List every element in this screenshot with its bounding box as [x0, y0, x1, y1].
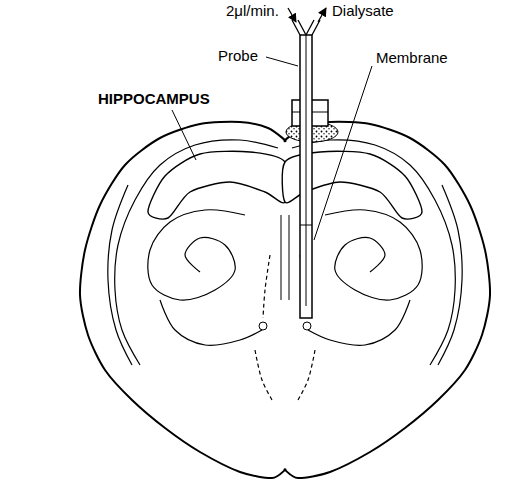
- ventricle: [325, 210, 422, 300]
- part-label: Probe: [216, 47, 260, 64]
- region-label: HIPPOCAMPUS: [96, 90, 212, 107]
- outflow-arrow: [318, 8, 326, 22]
- midline: [281, 215, 289, 300]
- probe-shaft: [300, 35, 312, 318]
- leader-line: [266, 57, 298, 66]
- external-capsule: [108, 185, 132, 365]
- brain-section: [80, 122, 490, 478]
- thalamic-border: [308, 300, 410, 345]
- probe-tubing: [292, 20, 320, 35]
- leader-line: [172, 110, 196, 160]
- ventricle: [148, 210, 245, 300]
- fiber-bundle: [259, 322, 267, 330]
- hypothalamus-border: [298, 350, 315, 400]
- flow-rate-label: 2μl/min.: [224, 2, 281, 19]
- part-label: Membrane: [374, 49, 450, 66]
- brain-outline: [80, 122, 490, 478]
- fiber-bundle: [303, 322, 311, 330]
- inner-cannula: [306, 35, 307, 306]
- leader-line: [314, 66, 372, 240]
- inflow-arrow: [288, 8, 296, 22]
- external-capsule: [438, 185, 462, 365]
- membrane-boundary: [300, 225, 312, 226]
- hypothalamus-border: [255, 350, 272, 400]
- dialysate-label: Dialysate: [330, 2, 396, 19]
- thalamic-border: [160, 300, 262, 345]
- third-ventricle: [263, 255, 270, 318]
- hippocampus: [148, 151, 288, 219]
